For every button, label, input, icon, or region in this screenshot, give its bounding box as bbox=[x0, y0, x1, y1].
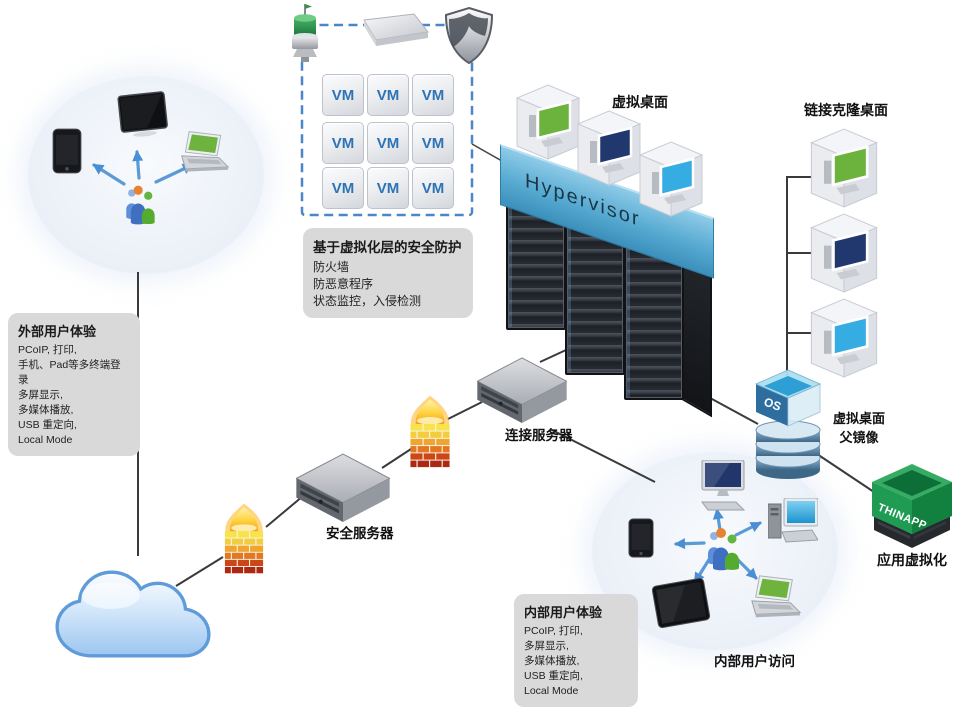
virtualization-security-note: 基于虚拟化层的安全防护 防火墙 防恶意程序 状态监控，入侵检测 bbox=[303, 228, 473, 318]
virtual-desktop-cube-green bbox=[516, 84, 580, 160]
note-title: 基于虚拟化层的安全防护 bbox=[313, 240, 462, 255]
virtual-desktop-label: 虚拟桌面 bbox=[612, 94, 668, 110]
virtual-desktop-cube-navy bbox=[577, 110, 641, 186]
security-server-label: 安全服务器 bbox=[326, 526, 394, 541]
thinapp-appliance: THINAPP bbox=[872, 464, 952, 548]
connection-server-icon bbox=[477, 357, 567, 424]
server-rack-tower bbox=[565, 223, 625, 375]
internal-user-access-label: 内部用户访问 bbox=[714, 654, 795, 669]
desktop-computer-icon bbox=[768, 498, 818, 543]
linked-clone-cube-green bbox=[810, 128, 878, 208]
vm-tile: VM bbox=[367, 74, 409, 116]
connection-server-label: 连接服务器 bbox=[505, 428, 573, 443]
note-title: 内部用户体验 bbox=[524, 605, 603, 620]
phone-icon bbox=[628, 518, 654, 558]
virtual-desktop-cube-cyan bbox=[639, 141, 703, 217]
tablet-icon bbox=[52, 128, 82, 174]
security-server-icon bbox=[296, 453, 390, 523]
tablet-icon bbox=[651, 577, 711, 629]
vm-tile: VM bbox=[322, 167, 364, 209]
os-label: OS bbox=[762, 395, 783, 414]
server-blade-icon bbox=[363, 13, 429, 46]
desktop-screen bbox=[832, 230, 869, 272]
desktop-screen bbox=[832, 315, 869, 357]
vm-tile: VM bbox=[322, 74, 364, 116]
vm-tile: VM bbox=[412, 74, 454, 116]
shield-icon bbox=[444, 6, 494, 65]
parent-image-label: 虚拟桌面 父镜像 bbox=[832, 411, 885, 445]
desktop-screen bbox=[536, 100, 572, 140]
linked-clone-cube-cyan bbox=[810, 298, 878, 378]
linked-clone-cube-navy bbox=[810, 213, 878, 293]
os-cube: OS bbox=[754, 369, 822, 427]
laptop-icon bbox=[181, 131, 229, 173]
display-icon bbox=[117, 91, 168, 137]
internet-cloud-icon bbox=[55, 570, 211, 658]
database-disks bbox=[755, 420, 821, 479]
users-icon bbox=[126, 185, 155, 225]
external-experience-note: 外部用户体验 PCoIP, 打印, 手机、Pad等多终端登录 多屏显示, 多媒体… bbox=[8, 313, 140, 456]
desktop-screen bbox=[597, 126, 633, 166]
desktop-screen bbox=[832, 145, 869, 187]
security-beacon-icon bbox=[292, 4, 318, 62]
desktop-screen bbox=[659, 157, 695, 197]
vm-tile: VM bbox=[367, 167, 409, 209]
vm-tile: VM bbox=[322, 122, 364, 164]
internal-experience-note: 内部用户体验 PCoIP, 打印, 多屏显示, 多媒体播放, USB 重定向, … bbox=[514, 594, 638, 707]
parent-image-datastore: OS bbox=[754, 369, 822, 479]
vm-tile: VM bbox=[412, 167, 454, 209]
linked-clone-label: 链接克隆桌面 bbox=[804, 102, 888, 118]
firewall-icon bbox=[224, 503, 264, 574]
users-icon bbox=[708, 528, 739, 571]
note-title: 外部用户体验 bbox=[18, 324, 97, 339]
vm-tile: VM bbox=[412, 122, 454, 164]
desktop-monitor-icon bbox=[701, 460, 746, 511]
server-rack-tower bbox=[624, 244, 684, 400]
vm-tile: VM bbox=[367, 122, 409, 164]
laptop-icon bbox=[751, 575, 801, 618]
app-virtualization-label: 应用虚拟化 bbox=[877, 552, 947, 568]
firewall-icon bbox=[410, 395, 450, 468]
